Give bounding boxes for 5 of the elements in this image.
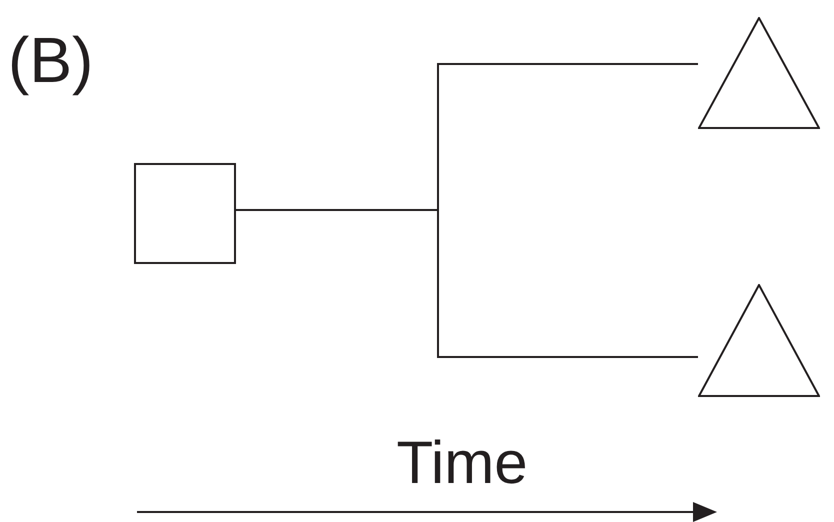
square-shape: [134, 163, 236, 264]
connector-line: [236, 209, 698, 358]
triangle-shape: [698, 284, 820, 397]
triangle-shape: [698, 17, 820, 129]
axis-label: Time: [396, 433, 528, 493]
